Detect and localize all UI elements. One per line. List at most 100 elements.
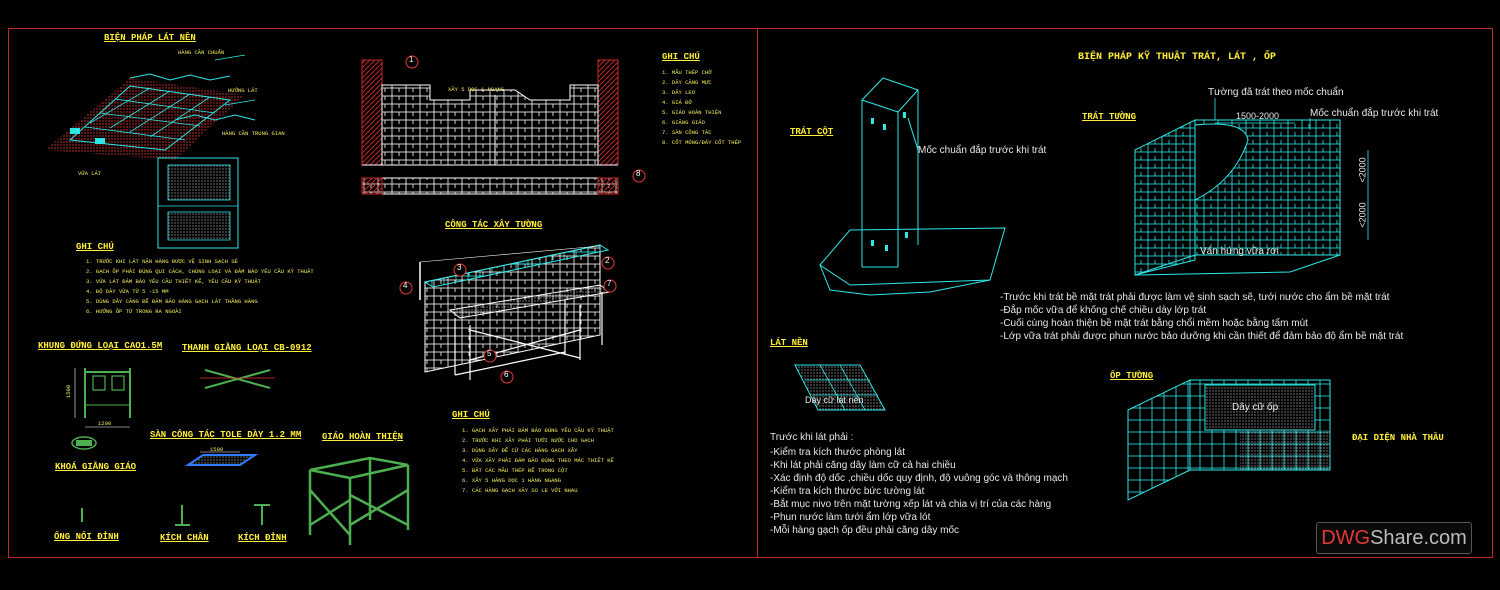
ghi-chu-3-title: GHI CHÚ xyxy=(452,410,490,420)
thanh-giang-drawing xyxy=(200,369,275,389)
ghi-chu-2-item: 4. GIÁ ĐỠ xyxy=(662,99,692,106)
moc-chuan-tuong-label: Mốc chuẩn đắp trước khi trát xyxy=(1310,108,1439,119)
ghi-chu-3-item: 2. TRƯỚC KHI XÂY PHẢI TƯỚI NƯỚC CHO GẠCH xyxy=(462,437,595,444)
dim-2000-a: <2000 xyxy=(1357,157,1368,183)
khoa-giang-drawing xyxy=(71,436,97,450)
dim-1500-khung: 1500 xyxy=(65,384,73,399)
ghi-chu-1-item: 3. VỮA LÁT ĐẢM BẢO YÊU CẦU THIẾT KẾ, YÊU… xyxy=(86,278,261,285)
trat-cot-title: TRÁT CỘT xyxy=(790,127,834,137)
callout-8: 8 xyxy=(636,169,641,178)
note-lat-item: -Khi lát phải căng dây làm cữ cả hai chi… xyxy=(770,460,956,471)
moc-chuan-cot-label: Mốc chuẩn đắp trước khi trát xyxy=(918,145,1047,156)
callout-circles xyxy=(399,55,646,384)
watermark-part1: DWG xyxy=(1321,527,1371,549)
trat-tuong-drawing xyxy=(1134,98,1369,276)
ghi-chu-2-item: 5. GIÁO HOÀN THIỆN xyxy=(662,109,722,116)
ghi-chu-3-list: 1. GẠCH XÂY PHẢI ĐẢM BẢO ĐÚNG YÊU CẦU KỸ… xyxy=(462,426,614,496)
ghi-chu-1-title: GHI CHÚ xyxy=(76,242,114,252)
thanh-giang-title: THANH GIẰNG LOẠI CB-0912 xyxy=(182,343,312,353)
callout-7: 7 xyxy=(607,279,612,288)
ghi-chu-2-item: 7. SÀN CÔNG TÁC xyxy=(662,129,712,136)
kich-dinh-title: KÍCH ĐỈNH xyxy=(238,533,287,543)
khung-dung-title: KHUNG ĐỨNG LOẠI CAO1.5M xyxy=(38,341,163,351)
ghi-chu-2-item: 6. GIẰNG GIÁO xyxy=(662,119,705,126)
san-cong-tac-title: SÀN CÔNG TÁC TOLE DÀY 1.2 MM xyxy=(150,430,302,440)
giao-hoan-thien-title: GIÁO HOÀN THIỆN xyxy=(322,432,404,442)
trat-cot-drawing xyxy=(819,77,1006,296)
day-cu-lat-nen-label: Dây cữ lát nền xyxy=(805,395,864,405)
dim-1200-khung: 1200 xyxy=(98,420,112,427)
callout-2: 2 xyxy=(605,256,610,265)
note-trat-item: -Lớp vữa trát phải được phun nước bảo dư… xyxy=(1000,331,1404,342)
notes-trat-list: -Trước khi trát bề mặt trát phải được là… xyxy=(1000,291,1403,343)
day-cu-op-label: Dây cữ ốp xyxy=(1232,402,1279,413)
right-sheet-border xyxy=(757,28,1493,558)
callout-4: 4 xyxy=(403,281,408,290)
lat-nen-right-drawing xyxy=(794,364,886,411)
ghi-chu-2-item: 3. DÂY LEO xyxy=(662,89,696,96)
ghi-chu-2-item: 8. CỐT MÓNG/ĐÁY CỐT THÉP xyxy=(662,139,742,146)
wall-label: XÂY 5 DỌC 1 NGANG xyxy=(448,86,505,93)
lat-nen-label-3: HÀNG CẦN TRUNG GIAN xyxy=(222,130,285,137)
op-tuong-title: ỐP TƯỜNG xyxy=(1110,371,1154,381)
note-lat-item: -Mỗi hàng gạch ốp đều phải căng dây mốc xyxy=(770,525,960,536)
callout-5: 5 xyxy=(487,349,492,358)
ghi-chu-2-item: 1. MẦU THÉP CHỜ xyxy=(662,69,712,76)
ghi-chu-3-item: 6. XÂY 5 HÀNG DỌC 1 HÀNG NGANG xyxy=(462,477,562,484)
ghi-chu-3-item: 1. GẠCH XÂY PHẢI ĐẢM BẢO ĐÚNG YÊU CẦU KỸ… xyxy=(462,427,614,434)
lat-nen-label-1: HÀNG CẦN CHUẨN xyxy=(178,49,225,56)
ghi-chu-3-item: 4. VỮA XÂY PHẢI ĐẢM BẢO ĐÚNG THEO MÁC TH… xyxy=(462,457,614,464)
dim-1500-san: 1500 xyxy=(210,446,224,453)
ghi-chu-2-item: 2. DÂY CĂNG MỰC xyxy=(662,79,712,86)
note-lat-item: -Kiểm tra kích thước phòng lát xyxy=(770,447,905,458)
ghi-chu-1-item: 4. ĐỘ DÀY VỮA TỪ 5 -15 MM xyxy=(86,288,169,295)
cong-tac-xay-tuong-title: CÔNG TÁC XÂY TƯỜNG xyxy=(445,220,543,230)
small-parts-drawing xyxy=(81,504,270,526)
tuong-da-trat-label: Tường đã trát theo mốc chuẩn xyxy=(1208,87,1344,98)
note-trat-item: -Đắp mốc vữa để khống chế chiều dày lớp … xyxy=(1000,305,1207,316)
trat-tuong-title: TRÁT TƯỜNG xyxy=(1082,112,1137,122)
note-lat-item: -Kiểm tra kích thước bức tường lát xyxy=(770,486,925,497)
dim-1500-2000: 1500-2000 xyxy=(1236,111,1280,121)
ghi-chu-1-list: 1. TRƯỚC KHI LÁT NẶN HÀNG ĐƯỢC VỆ SINH S… xyxy=(86,257,314,317)
ghi-chu-3-item: 7. CÁC HÀNG GẠCH XÂY SO LE VỚI NHAU xyxy=(462,487,578,494)
note-trat-item: -Cuối cùng hoàn thiện bề mặt trát bằng c… xyxy=(1000,318,1308,329)
khoa-giang-title: KHOÁ GIẰNG GIÁO xyxy=(55,462,137,472)
callout-6: 6 xyxy=(504,370,509,379)
ghi-chu-1-item: 6. HƯỚNG ỐP TỪ TRONG RA NGOÀI xyxy=(86,308,182,315)
ghi-chu-3-item: 3. DÙNG DÂY ĐỂ CỮ CÁC HÀNG GẠCH XÂY xyxy=(462,447,578,454)
truoc-khi-lat-label: Trước khi lát phải : xyxy=(770,432,854,443)
lat-nen-drawing xyxy=(45,54,256,160)
wall-elevation xyxy=(361,59,619,195)
note-lat-item: -Phun nước làm tưới ẩm lớp vữa lót xyxy=(770,512,931,523)
title-lat-nen: BIỆN PHÁP LÁT NỀN xyxy=(104,33,196,43)
san-cong-tac-drawing xyxy=(184,451,259,466)
kich-chan-title: KÍCH CHÂN xyxy=(160,533,209,543)
ghi-chu-1-item: 5. DÙNG DÂY CĂNG ĐỂ ĐẢM BẢO HÀNG GẠCH LÁ… xyxy=(86,298,258,305)
right-title: BIỆN PHÁP KỸ THUẬT TRÁT, LÁT , ỐP xyxy=(1078,52,1277,63)
ghi-chu-1-item: 1. TRƯỚC KHI LÁT NẶN HÀNG ĐƯỢC VỆ SINH S… xyxy=(86,258,238,265)
ghi-chu-2-list: 1. MẦU THÉP CHỜ 2. DÂY CĂNG MỰC 3. DÂY L… xyxy=(662,68,741,148)
dai-dien-title: ĐẠI DIỆN NHÀ THẦU xyxy=(1352,433,1444,443)
lat-nen-right-title: LÁT NỀN xyxy=(770,338,808,348)
ghi-chu-2-title: GHI CHÚ xyxy=(662,52,700,62)
note-trat-item: -Trước khi trát bề mặt trát phải được là… xyxy=(1000,292,1390,303)
giao-hoan-thien-drawing xyxy=(308,456,410,545)
watermark-part2: Share.com xyxy=(1370,527,1467,549)
notes-lat-list: -Kiểm tra kích thước phòng lát -Khi lát … xyxy=(770,446,1068,537)
ghi-chu-3-item: 5. BẮT CÁC MẦU THÉP ĐỂ TRONG CỘT xyxy=(462,467,568,474)
lat-nen-label-2: HƯỚNG LÁT xyxy=(228,87,258,94)
lat-nen-section xyxy=(157,157,239,249)
khung-dung-drawing xyxy=(84,368,131,418)
van-hung-label: Ván hứng vữa rơi xyxy=(1200,246,1279,257)
op-tuong-drawing xyxy=(1127,379,1331,501)
cong-tac-xay-tuong-drawing xyxy=(419,244,612,380)
dwgshare-watermark: DWGShare.com xyxy=(1316,522,1472,554)
note-lat-item: -Bắt mục nivo trên mặt tường xếp lát và … xyxy=(770,499,1052,510)
callout-1: 1 xyxy=(409,55,414,64)
ghi-chu-1-item: 2. GẠCH ỐP PHẢI ĐÚNG QUI CÁCH, CHỦNG LOẠ… xyxy=(86,268,314,275)
ong-noi-dinh-title: ỐNG NỐI ĐỈNH xyxy=(54,532,119,542)
lat-nen-label-4: VỮA LÁT xyxy=(78,170,102,177)
dim-2000-b: <2000 xyxy=(1357,202,1368,228)
